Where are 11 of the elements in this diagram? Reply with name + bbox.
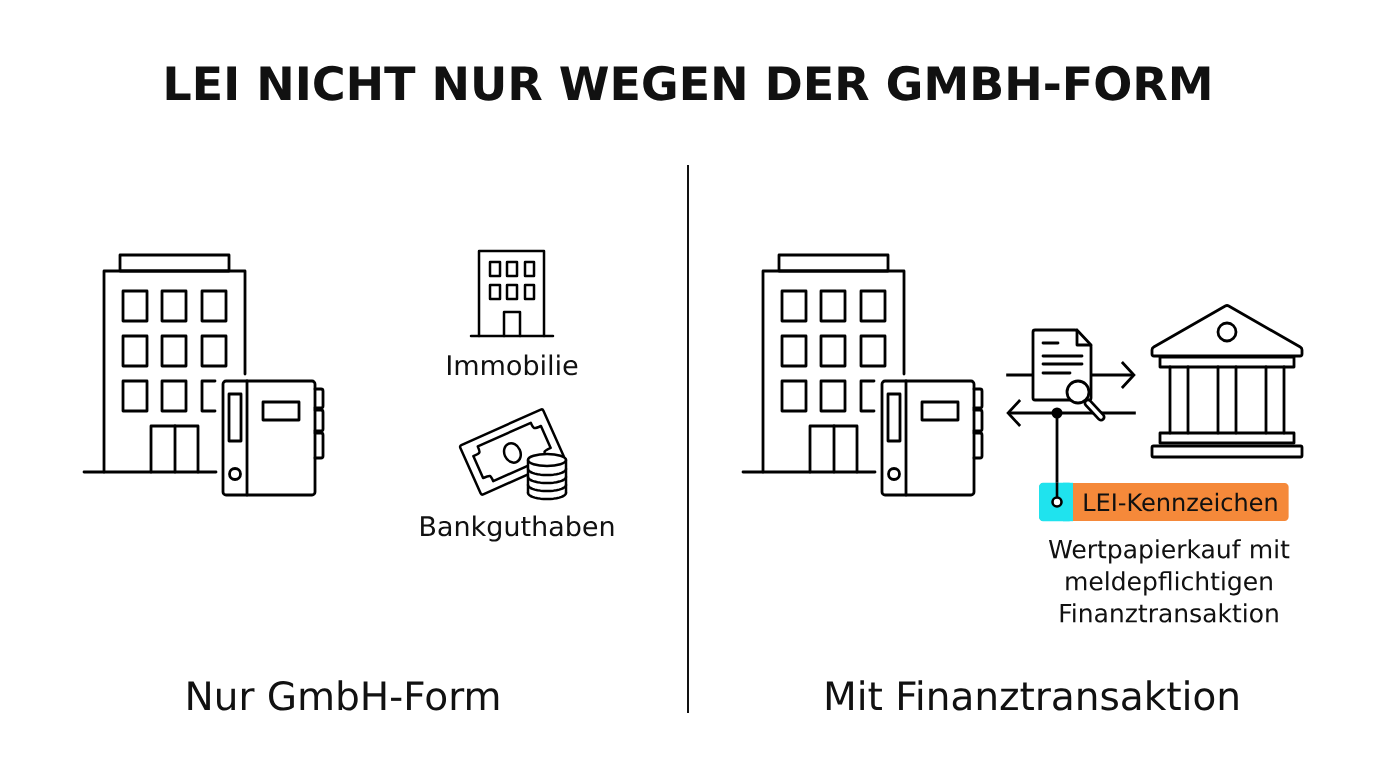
- icon-caption: Bankguthaben: [421, 515, 614, 542]
- title: LEI NICHT NUR WEGEN DER GMBH-FORM: [166, 65, 1210, 101]
- section-label: Mit Finanztransaktion: [826, 680, 1238, 711]
- bank-building-icon: [1150, 304, 1304, 459]
- office-building-illustration: [741, 253, 984, 497]
- caption-text: Wertpapierkauf mit meldepflichtigen Finanztransaktion: [1048, 539, 1290, 623]
- section-label: Nur GmbH-Form: [188, 680, 499, 711]
- leader-line: [1051, 407, 1063, 483]
- icon-caption: Immobilie: [448, 354, 578, 376]
- tag-badge: LEI-Kennzeichen: [1039, 482, 1289, 522]
- arrow: [1006, 399, 1136, 427]
